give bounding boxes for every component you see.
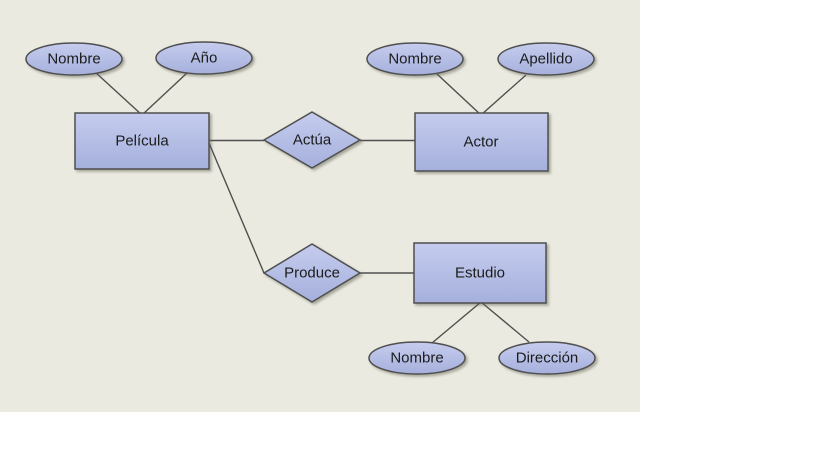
- entity-label: Estudio: [455, 265, 505, 282]
- attribute-estudio-direccion: Dirección: [498, 341, 596, 375]
- entity-label: Actor: [463, 134, 498, 151]
- relationship-actua: Actúa: [262, 111, 362, 169]
- attribute-estudio-nombre: Nombre: [368, 341, 466, 375]
- attribute-actor-nombre: Nombre: [366, 42, 464, 76]
- attribute-label: Año: [191, 50, 218, 67]
- connector-actor-apellido: [480, 74, 527, 116]
- attribute-pelicula-nombre: Nombre: [25, 42, 123, 76]
- relationship-label: Produce: [284, 265, 340, 282]
- er-diagram: Nombre Año Nombre Apellido Nombre Direcc…: [25, 41, 596, 375]
- relationship-produce: Produce: [262, 243, 362, 303]
- connectors: [94, 71, 530, 344]
- diagram-canvas: Nombre Año Nombre Apellido Nombre Direcc…: [0, 0, 640, 412]
- attribute-label: Apellido: [519, 51, 572, 68]
- entity-pelicula: Película: [74, 112, 210, 170]
- attribute-pelicula-ano: Año: [155, 41, 253, 75]
- connector-pelicula-ano: [141, 72, 188, 116]
- entity-estudio: Estudio: [413, 242, 547, 304]
- entity-label: Película: [115, 133, 169, 150]
- attribute-label: Nombre: [390, 350, 443, 367]
- attribute-label: Dirección: [516, 350, 579, 367]
- connector-estudio-nombre: [431, 301, 482, 344]
- attribute-label: Nombre: [47, 51, 100, 68]
- connector-pelicula-nombre: [94, 71, 143, 116]
- attribute-label: Nombre: [388, 51, 441, 68]
- connector-pelicula-produce: [208, 142, 265, 274]
- connector-estudio-direccion: [480, 301, 530, 343]
- connector-actor-nombre: [436, 73, 482, 116]
- entity-actor: Actor: [414, 112, 549, 172]
- attribute-actor-apellido: Apellido: [497, 42, 595, 76]
- relationship-label: Actúa: [293, 132, 332, 149]
